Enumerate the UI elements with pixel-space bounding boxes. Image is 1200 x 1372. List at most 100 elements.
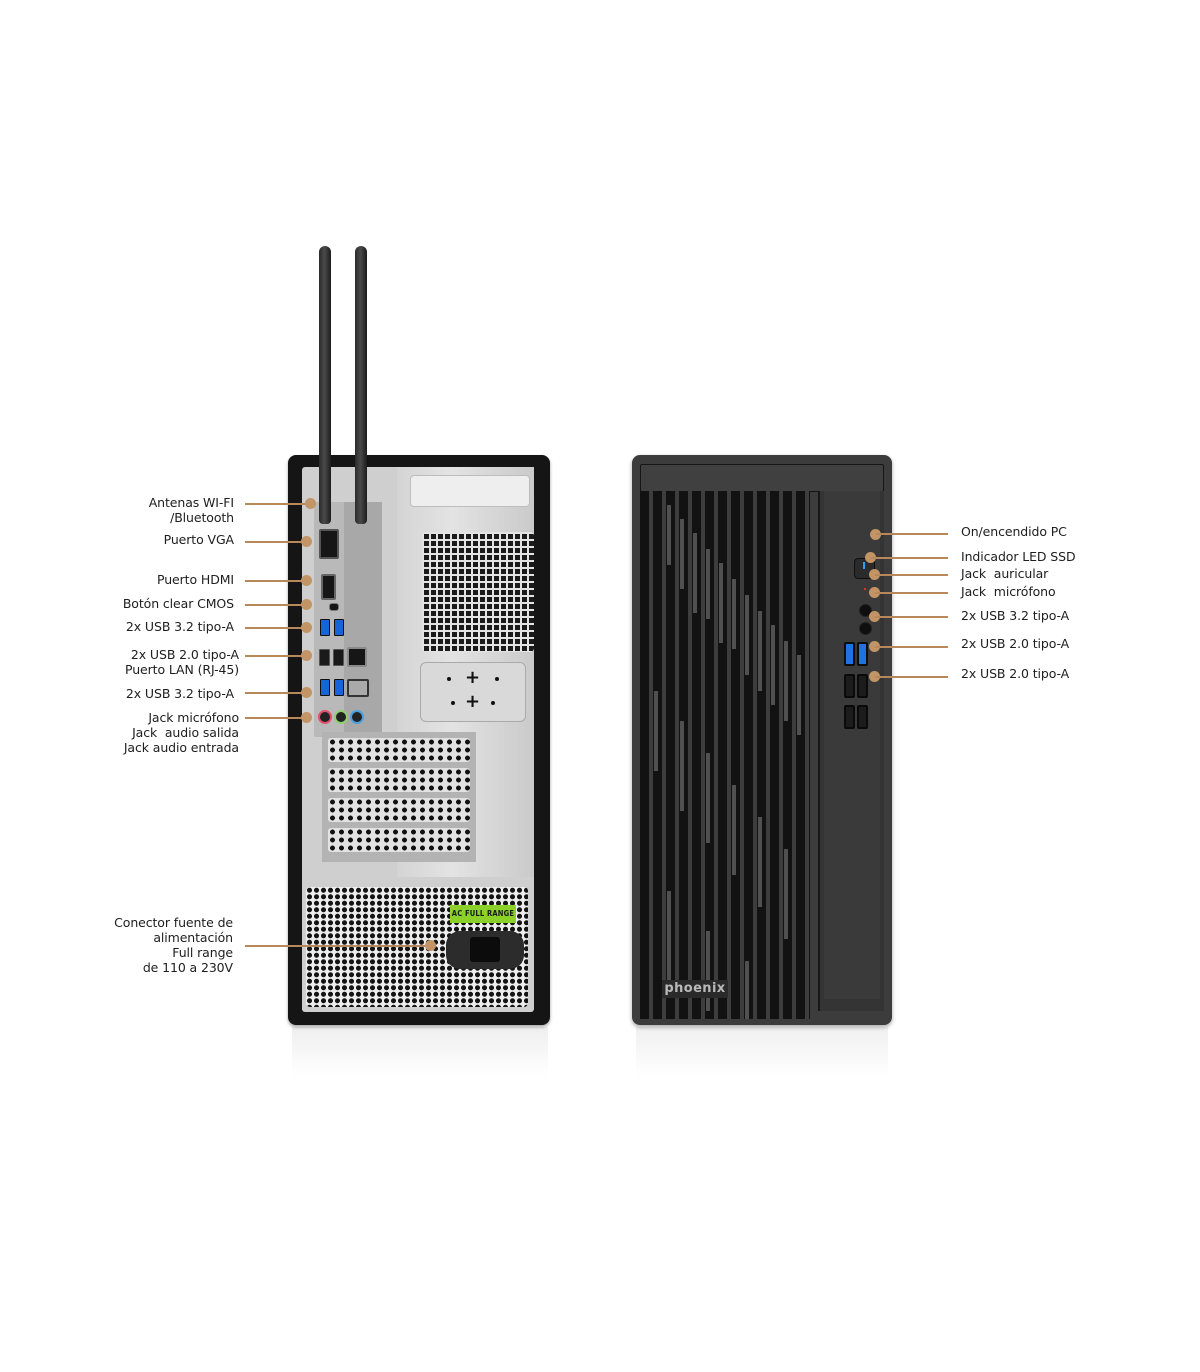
ac-socket-pins	[470, 937, 500, 962]
top-slot-cover	[410, 475, 530, 507]
brand-logo: phoenix	[662, 980, 728, 998]
label-hdmi: Puerto HDMI	[157, 572, 234, 587]
screw-hole	[491, 701, 495, 705]
grille-accent	[784, 641, 788, 721]
front-tower-reflection	[636, 1027, 888, 1077]
grille-accent	[732, 785, 736, 875]
grille-accent	[693, 533, 697, 613]
grille-accent	[758, 611, 762, 691]
leader-line	[245, 692, 307, 694]
leader-dot	[301, 650, 312, 661]
usb3-port	[334, 679, 344, 696]
lan-port	[347, 647, 367, 667]
headphone-jack	[859, 604, 872, 617]
leader-line	[875, 592, 948, 594]
rear-fan-grille	[422, 532, 534, 652]
front-tower: phoenix	[632, 455, 892, 1025]
lan-led-housing	[347, 679, 369, 697]
front-top-trim	[640, 464, 884, 492]
grille-accent	[719, 563, 723, 643]
label-usb20-b: 2x USB 2.0 tipo-A	[961, 666, 1070, 681]
grille-accent	[797, 655, 801, 735]
screw-hole	[495, 677, 499, 681]
label-antenas: Antenas WI-FI /Bluetooth	[148, 495, 234, 525]
hdmi-port	[321, 574, 336, 600]
leader-dot	[301, 599, 312, 610]
grille-accent	[706, 753, 710, 843]
label-audio: Jack micrófono Jack audio salida Jack au…	[123, 710, 239, 755]
audio-out-jack	[334, 710, 348, 724]
grille-accent	[667, 891, 671, 981]
screw-hole	[451, 701, 455, 705]
label-usb20-lan: 2x USB 2.0 tipo-A Puerto LAN (RJ-45)	[124, 647, 239, 677]
usb2-port	[857, 705, 868, 729]
leader-line	[876, 533, 948, 535]
usb3-port	[334, 619, 344, 636]
grille-accent	[706, 549, 710, 619]
grille-accent	[758, 817, 762, 907]
leader-line	[245, 580, 307, 582]
rear-tower-reflection	[292, 1027, 548, 1077]
rear-chassis-panel: + +	[302, 467, 534, 1012]
usb3-port	[320, 679, 330, 696]
expansion-slot	[328, 738, 470, 762]
leader-dot	[869, 587, 880, 598]
wifi-card-bracket	[344, 502, 382, 742]
leader-dot	[301, 622, 312, 633]
power-supply: AC FULL RANGE	[306, 887, 528, 1007]
audio-in-jack	[350, 710, 364, 724]
grille-accent	[771, 625, 775, 705]
leader-dot	[869, 569, 880, 580]
grille-accent	[706, 931, 710, 1011]
leader-dot	[869, 611, 880, 622]
grille-accent	[680, 721, 684, 811]
plus-icon: +	[465, 691, 481, 712]
label-mic: Jack micrófono	[961, 584, 1056, 599]
grille-accent	[745, 961, 749, 1019]
usb2-port	[857, 674, 868, 698]
label-power-connector: Conector fuente de alimentación Full ran…	[114, 915, 233, 975]
leader-dot	[869, 641, 880, 652]
ssd-led-indicator	[864, 588, 866, 590]
plus-icon: +	[465, 667, 481, 688]
grille-accent	[745, 595, 749, 675]
label-cmos: Botón clear CMOS	[122, 596, 234, 611]
leader-dot	[869, 671, 880, 682]
grille-accent	[680, 519, 684, 589]
vga-port	[319, 529, 339, 559]
leader-line	[245, 717, 307, 719]
expansion-slot	[328, 828, 470, 852]
mic-jack	[859, 622, 872, 635]
usb3-port	[844, 642, 855, 666]
rear-tower: + +	[288, 455, 550, 1025]
grille-accent	[654, 691, 658, 771]
leader-line	[245, 604, 307, 606]
grille-accent	[667, 505, 671, 565]
leader-dot	[301, 712, 312, 723]
usb3-port	[857, 642, 868, 666]
label-usb32: 2x USB 3.2 tipo-A	[961, 608, 1070, 623]
leader-line	[875, 676, 948, 678]
leader-line	[245, 655, 307, 657]
expansion-slots	[322, 732, 476, 862]
leader-dot	[301, 687, 312, 698]
grille-accent	[732, 579, 736, 649]
front-grille	[640, 491, 810, 1019]
mic-jack	[318, 710, 332, 724]
leader-line	[875, 616, 948, 618]
leader-line	[875, 646, 948, 648]
expansion-slot	[328, 768, 470, 792]
ac-power-socket	[446, 931, 524, 969]
power-led-icon	[863, 562, 865, 569]
front-io-panel	[818, 491, 884, 1011]
psu-full-range-badge: AC FULL RANGE	[450, 905, 516, 923]
usb3-port	[320, 619, 330, 636]
label-usb32-b: 2x USB 3.2 tipo-A	[125, 686, 234, 701]
leader-dot	[301, 575, 312, 586]
mount-plate: + +	[420, 662, 526, 722]
leader-dot	[870, 529, 881, 540]
leader-dot	[865, 552, 876, 563]
leader-line	[875, 574, 948, 576]
leader-dot	[305, 498, 316, 509]
